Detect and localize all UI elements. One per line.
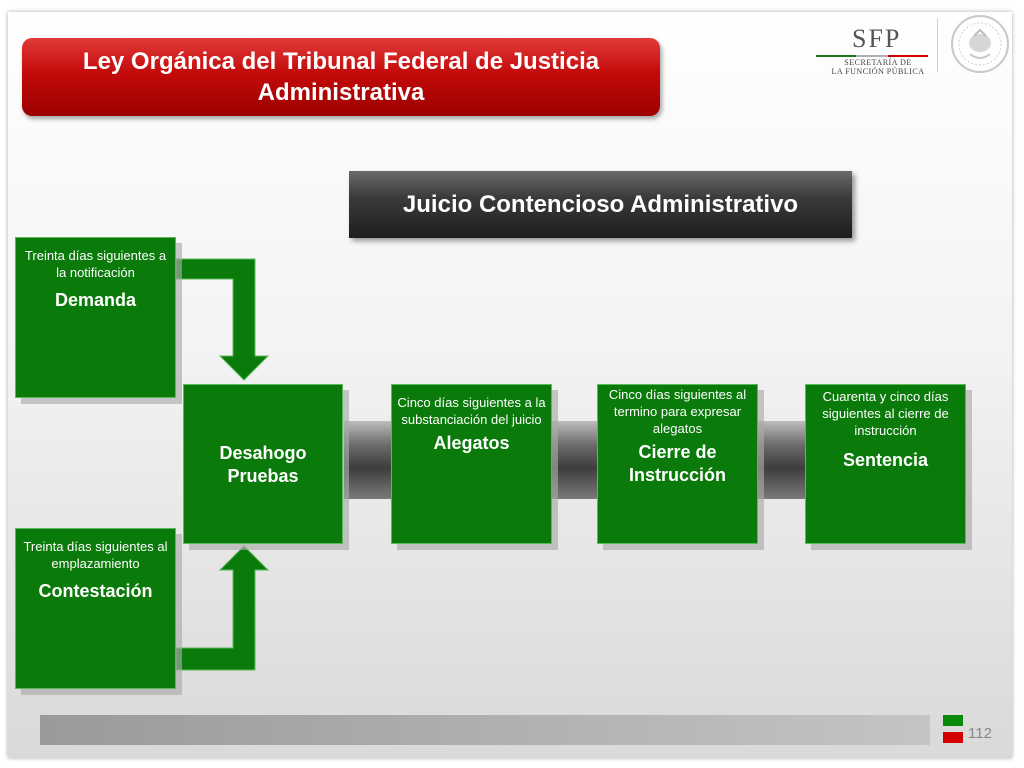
logo-divider <box>937 18 938 72</box>
stage-note: Treinta días siguientes al emplazamiento <box>23 539 168 571</box>
logo-acronym: SFP <box>852 24 902 53</box>
demanda-to-desahogo-arrow <box>175 258 270 381</box>
stage-label: Demanda <box>54 290 137 310</box>
page-title-text: Ley Orgánica del Tribunal Federal de Jus… <box>82 48 600 106</box>
stage-label: Contestación <box>38 581 153 601</box>
flag-green-block <box>943 715 963 726</box>
footer-bar <box>40 715 930 745</box>
logo-subtitle-line1: SECRETARÍA DE <box>844 58 912 67</box>
stage-label: Alegatos <box>433 433 510 453</box>
stage-desahogo-pruebas: Desahogo Pruebas <box>183 384 343 544</box>
stage-sentencia: Cuarenta y cinco días siguientes al cier… <box>805 384 966 544</box>
page-number: 112 <box>968 725 992 742</box>
flag-red-block <box>943 732 963 743</box>
stage-note: Cinco días siguientes al termino para ex… <box>608 387 747 436</box>
diagram-title-text: Juicio Contencioso Administrativo <box>402 190 799 218</box>
page-title: Ley Orgánica del Tribunal Federal de Jus… <box>22 38 660 116</box>
stage-label: Desahogo Pruebas <box>219 443 307 486</box>
diagram-title: Juicio Contencioso Administrativo <box>349 171 852 238</box>
logo-subtitle-line2: LA FUNCIÓN PÚBLICA <box>831 67 925 76</box>
stage-note: Cinco días siguientes a la substanciació… <box>397 395 546 427</box>
sfp-logo: SFP SECRETARÍA DE LA FUNCIÓN PÚBLICA <box>812 24 932 76</box>
stage-label: Cierre de Instrucción <box>628 442 726 485</box>
stage-alegatos: Cinco días siguientes a la substanciació… <box>391 384 552 544</box>
logo-tricolor-line <box>816 55 928 57</box>
contestacion-to-desahogo-arrow <box>175 545 270 671</box>
stage-label: Sentencia <box>842 450 929 470</box>
stage-demanda: Treinta días siguientes a la notificació… <box>15 237 176 398</box>
stage-note: Cuarenta y cinco días siguientes al cier… <box>822 389 949 438</box>
stage-note: Treinta días siguientes a la notificació… <box>24 248 167 280</box>
stage-cierre-instruccion: Cinco días siguientes al termino para ex… <box>597 384 758 544</box>
coat-of-arms-icon <box>951 15 1009 73</box>
stage-contestacion: Treinta días siguientes al emplazamiento… <box>15 528 176 689</box>
